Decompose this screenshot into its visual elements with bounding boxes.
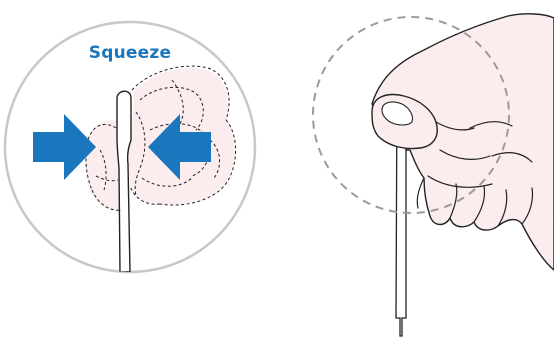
arrow-left-icon [148,114,211,180]
hand-holding-swab [312,13,554,337]
hand [371,13,554,271]
squeeze-label: Squeeze [88,43,172,63]
dashed-magnifier-indicator [312,16,510,214]
thumbnail [381,101,414,126]
finger-creases [416,121,534,227]
swab-stick [116,90,132,272]
magnified-detail [3,20,257,274]
arrow-right-icon [33,114,96,180]
finger-outlines [85,65,237,211]
